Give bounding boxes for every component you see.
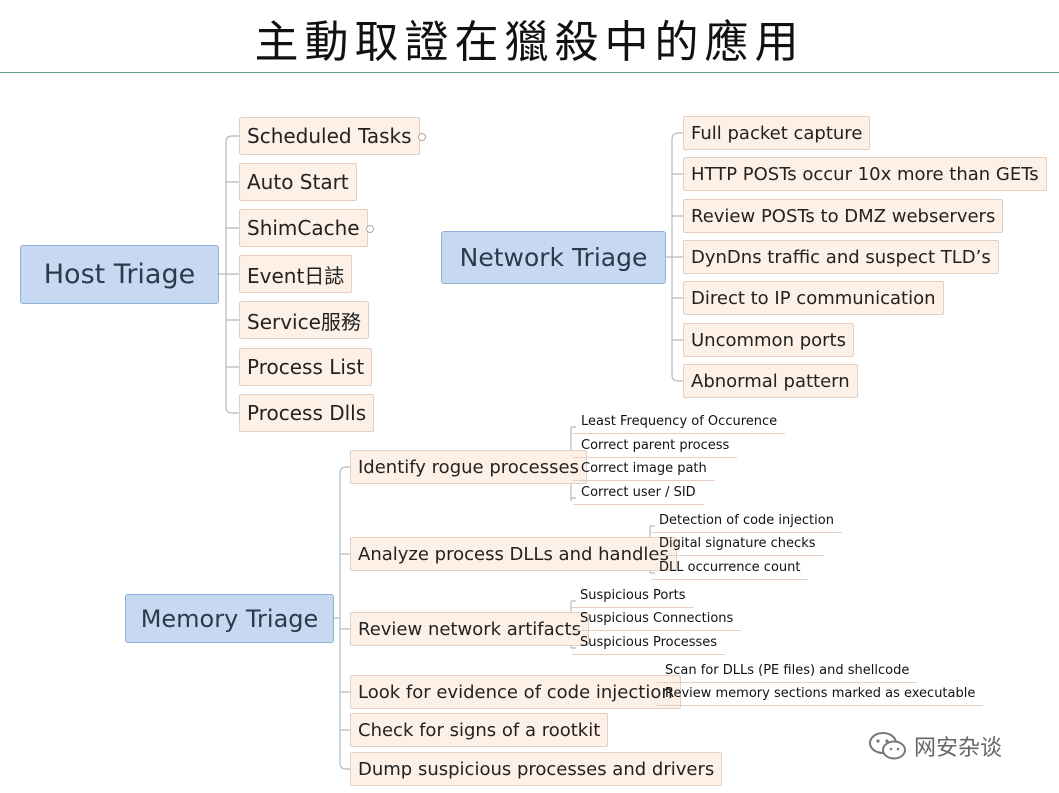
memory-item-analyze-dlls[interactable]: Analyze process DLLs and handles <box>350 537 677 571</box>
sub-item[interactable]: Digital signature checks <box>651 534 824 556</box>
sub-item[interactable]: Correct parent process <box>573 436 738 458</box>
network-item-http-posts[interactable]: HTTP POSTs occur 10x more than GETs <box>683 157 1047 191</box>
memory-item-code-injection[interactable]: Look for evidence of code injection <box>350 675 681 709</box>
network-item-direct-ip[interactable]: Direct to IP communication <box>683 281 944 315</box>
memory-connector <box>333 466 351 770</box>
network-item-full-packet-capture[interactable]: Full packet capture <box>683 116 871 150</box>
wechat-icon <box>869 732 906 760</box>
sub-item[interactable]: Correct user / SID <box>573 483 704 505</box>
memory-item-network-artifacts[interactable]: Review network artifacts <box>350 612 589 646</box>
watermark: 网安杂谈 <box>868 730 1002 762</box>
collapse-icon[interactable] <box>418 133 426 141</box>
network-triage-root[interactable]: Network Triage <box>441 231 666 284</box>
network-item-uncommon-ports[interactable]: Uncommon ports <box>683 323 854 357</box>
host-item-scheduled-tasks[interactable]: Scheduled Tasks <box>239 117 420 155</box>
network-item-dyndns[interactable]: DynDns traffic and suspect TLD’s <box>683 240 999 274</box>
page-title: 主動取證在獵殺中的應用 <box>254 17 805 68</box>
memory-item-rootkit[interactable]: Check for signs of a rootkit <box>350 713 609 747</box>
host-item-event-log[interactable]: Event日誌 <box>239 255 353 293</box>
host-item-process-list[interactable]: Process List <box>239 348 373 386</box>
host-item-shimcache[interactable]: ShimCache <box>239 209 368 247</box>
network-connector <box>666 132 684 382</box>
memory-triage-root[interactable]: Memory Triage <box>125 594 334 643</box>
sub-item[interactable]: Suspicious Processes <box>572 633 726 655</box>
network-item-review-posts[interactable]: Review POSTs to DMZ webservers <box>683 199 1004 233</box>
sub-item[interactable]: Detection of code injection <box>651 511 842 533</box>
sub-item[interactable]: Scan for DLLs (PE files) and shellcode <box>657 661 918 683</box>
host-triage-root[interactable]: Host Triage <box>20 245 219 304</box>
host-item-auto-start[interactable]: Auto Start <box>239 163 357 201</box>
memory-item-identify-rogue[interactable]: Identify rogue processes <box>350 450 587 484</box>
collapse-icon[interactable] <box>366 225 374 233</box>
host-connector <box>219 135 240 414</box>
sub-item[interactable]: Suspicious Ports <box>572 586 694 608</box>
title-divider <box>0 72 1059 73</box>
sub-item[interactable]: Least Frequency of Occurence <box>573 412 786 434</box>
sub-item[interactable]: Review memory sections marked as executa… <box>657 684 984 706</box>
host-item-process-dlls[interactable]: Process Dlls <box>239 394 375 432</box>
sub-item[interactable]: Correct image path <box>573 459 715 481</box>
network-item-abnormal-pattern[interactable]: Abnormal pattern <box>683 364 858 398</box>
sub-item[interactable]: Suspicious Connections <box>572 609 742 631</box>
sub-item[interactable]: DLL occurrence count <box>651 558 809 580</box>
memory-item-dump-processes[interactable]: Dump suspicious processes and drivers <box>350 752 723 786</box>
watermark-text: 网安杂谈 <box>914 736 1003 761</box>
host-item-service[interactable]: Service服務 <box>239 301 369 339</box>
